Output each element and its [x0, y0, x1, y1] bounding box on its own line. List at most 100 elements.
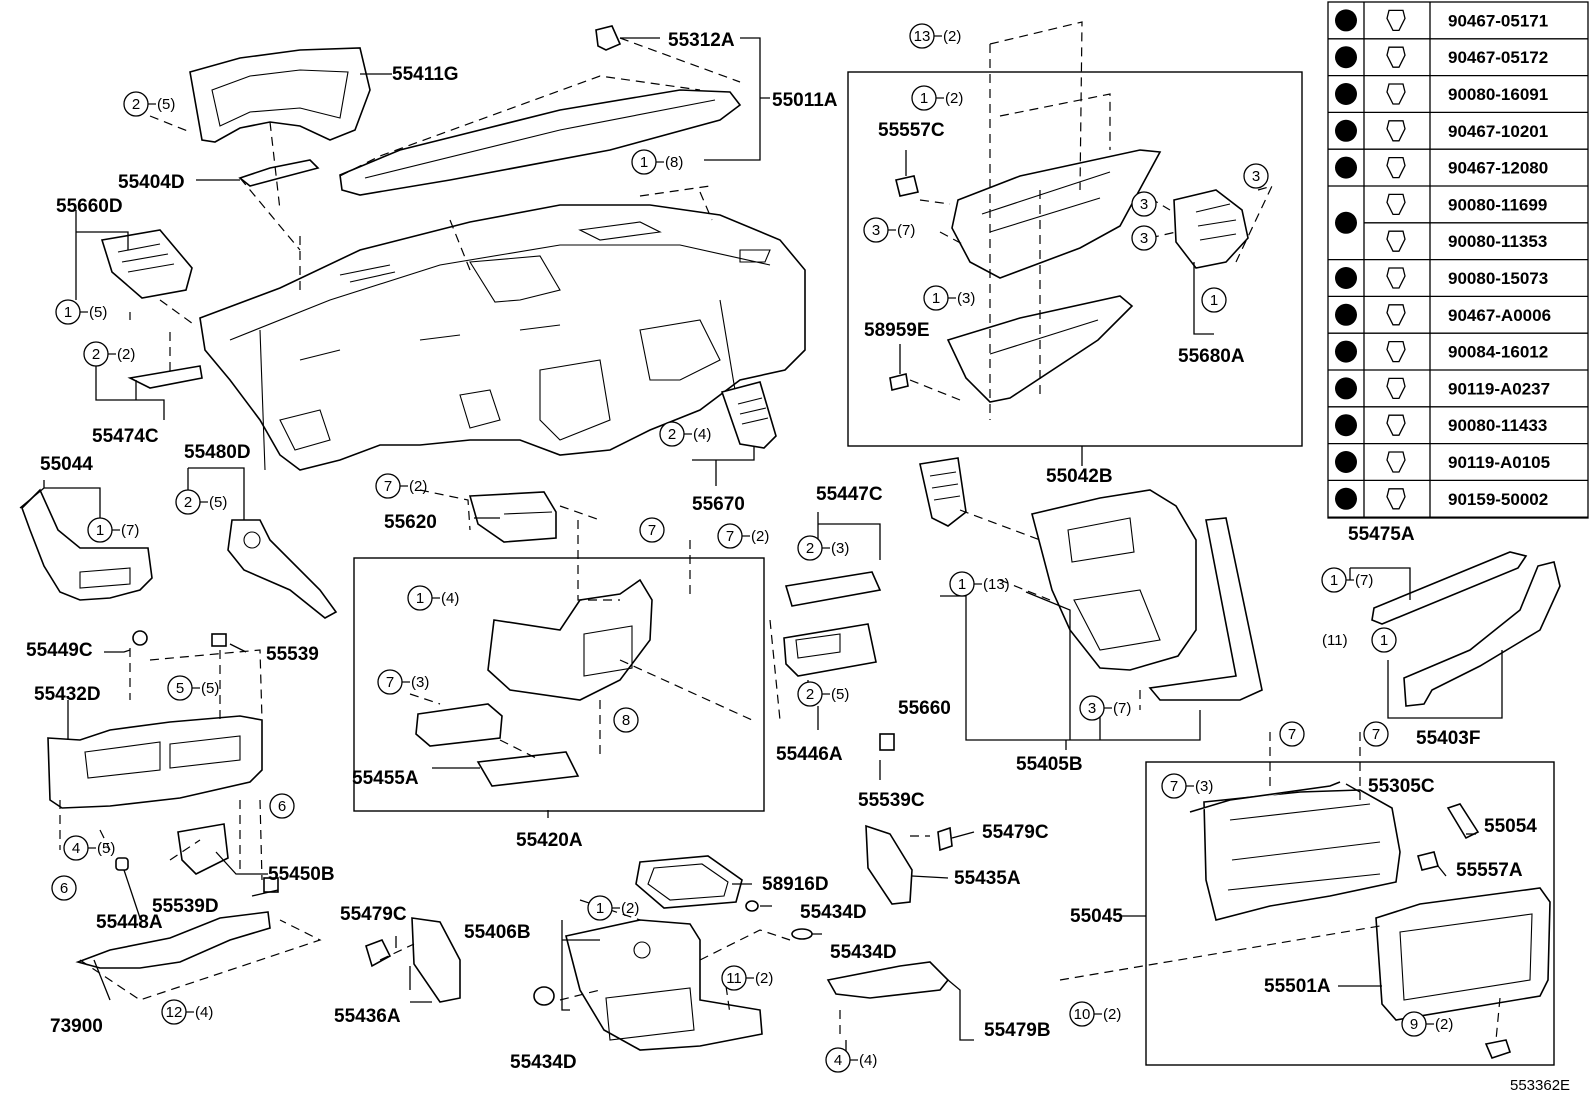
label-55446A: 55446A [776, 744, 843, 765]
label-73900: 73900 [50, 1016, 103, 1037]
callout-number: 2 [184, 494, 192, 511]
fastener-part-number: 90080-15073 [1448, 269, 1548, 288]
group-box-55042B [847, 71, 1303, 447]
callout-c_1_7b: 1 (7) [1321, 567, 1373, 593]
label-55448A: 55448A [96, 912, 163, 933]
label-55011A: 55011A [772, 90, 838, 111]
fastener-part-number: 90080-11433 [1448, 416, 1547, 435]
callout-c_1_7a: 1(7) [87, 517, 139, 543]
panel-55042B-upper-shape [951, 149, 1162, 279]
callout-c_1_8: 1(8) [631, 149, 683, 175]
callout-quantity: (2) [1103, 1006, 1121, 1023]
table-ref-number: 1 [1342, 12, 1350, 29]
fastener-icon [1386, 488, 1406, 510]
svg-text:1: 1 [1380, 632, 1388, 649]
fastener-part-number: 90119-A0237 [1448, 379, 1550, 398]
callout-quantity: (3) [411, 674, 429, 691]
callout-quantity: (7) [121, 522, 139, 539]
trim-55447C-shape [784, 571, 882, 607]
callout-quantity: (4) [859, 1052, 877, 1069]
bracket-55479B-shape [826, 961, 950, 999]
callout-number: 2 [92, 346, 100, 363]
callout-circle [1131, 225, 1157, 251]
callout-number: 3 [1088, 700, 1096, 717]
callout-c_2_5b: 2(5) [175, 489, 227, 515]
label-55434D-a: 55434D [800, 902, 867, 923]
callout-circle [1243, 163, 1269, 189]
glovebox-housing-55045-shape [1203, 789, 1401, 921]
table-ref-circle [1335, 9, 1357, 32]
label-55434D-b: 55434D [830, 942, 897, 963]
svg-text:(11): (11) [1322, 632, 1348, 649]
callout-number: 9 [1410, 1016, 1418, 1033]
group-box-55420A [353, 557, 765, 812]
callout-c_13_2: 13(2) [909, 23, 961, 49]
callout-c_3b: 3 [1131, 191, 1157, 217]
leader-lines [19, 37, 1503, 1060]
fastener-icon [1386, 267, 1406, 289]
callout-c_1_5: 1(5) [55, 299, 107, 325]
label-55539D: 55539D [152, 896, 219, 917]
label-55539C: 55539C [858, 790, 925, 811]
fastener-part-number: 90084-16012 [1448, 343, 1548, 362]
callout-quantity: (5) [831, 686, 849, 703]
callout-quantity: (7) [1355, 572, 1373, 589]
clip-9-shape [1484, 1039, 1512, 1059]
callout-number: 1 [1330, 572, 1338, 589]
table-ref-circle [1335, 156, 1357, 179]
callout-c_7b: 7 [1279, 721, 1305, 747]
table-ref-circle [1335, 340, 1357, 363]
table-ref-circle [1335, 46, 1357, 69]
cover-55436A-shape [411, 917, 461, 1003]
callout-number: 7 [648, 522, 656, 539]
callout-number: 7 [726, 528, 734, 545]
callout-c_8: 8 [613, 707, 639, 733]
label-55479B: 55479B [984, 1020, 1051, 1041]
callout-c_4_5: 4(5) [63, 835, 115, 861]
callout-c_10_2: 10(2) [1069, 1001, 1121, 1027]
fastener-icon [1386, 120, 1406, 142]
callout-c_7a: 7 [639, 517, 665, 543]
label-55305C: 55305C [1368, 776, 1435, 797]
trim-55475A-shape [1371, 551, 1528, 625]
fastener-icon [1386, 340, 1406, 363]
table-ref-circle [1335, 303, 1357, 326]
callout-number: 3 [1140, 230, 1148, 247]
fastener-part-number: 90467-05171 [1448, 11, 1548, 30]
callout-c_7_3a: 7(3) [377, 669, 429, 695]
callout-number: 8 [622, 712, 630, 729]
callout-circle [51, 875, 77, 901]
callout-circle [1201, 287, 1227, 313]
panel-55480D-shape [227, 519, 338, 619]
callout-quantity: (5) [201, 680, 219, 697]
figure-id: 553362E [1510, 1077, 1570, 1094]
callout-quantity: (2) [409, 478, 427, 495]
label-55312A: 55312A [668, 30, 735, 51]
callout-quantity: (2) [945, 90, 963, 107]
label-55450B: 55450B [268, 864, 335, 885]
table-ref-number: 6 [1342, 215, 1350, 232]
table-ref-circle [1335, 451, 1357, 473]
table-ref-number: 11 [1338, 417, 1354, 434]
label-55405B: 55405B [1016, 754, 1083, 775]
table-ref-number: 10 [1338, 380, 1355, 397]
callout-quantity: (5) [157, 96, 175, 113]
label-55660: 55660 [898, 698, 951, 719]
fastener-icon [1386, 193, 1406, 216]
callout-c_7c: 7 [1363, 721, 1389, 747]
callout-quantity: (2) [751, 528, 769, 545]
mat-55455A-shape [476, 751, 580, 787]
callout-number: 2 [806, 686, 814, 703]
callout-c_3_7a: 3(7) [863, 217, 915, 243]
table-ref-number: 8 [1342, 307, 1350, 324]
table-ref-number: 9 [1342, 344, 1350, 361]
screw-55479C-shape [937, 826, 953, 852]
label-55054: 55054 [1484, 816, 1537, 837]
fastener-part-number: 90080-11699 [1448, 195, 1547, 214]
table-ref-number: 3 [1342, 86, 1350, 103]
clip-55448A-shape [115, 857, 129, 871]
table-ref-circle [1335, 211, 1357, 234]
callout-number: 3 [872, 222, 880, 239]
vent-55670-shape [720, 381, 777, 449]
